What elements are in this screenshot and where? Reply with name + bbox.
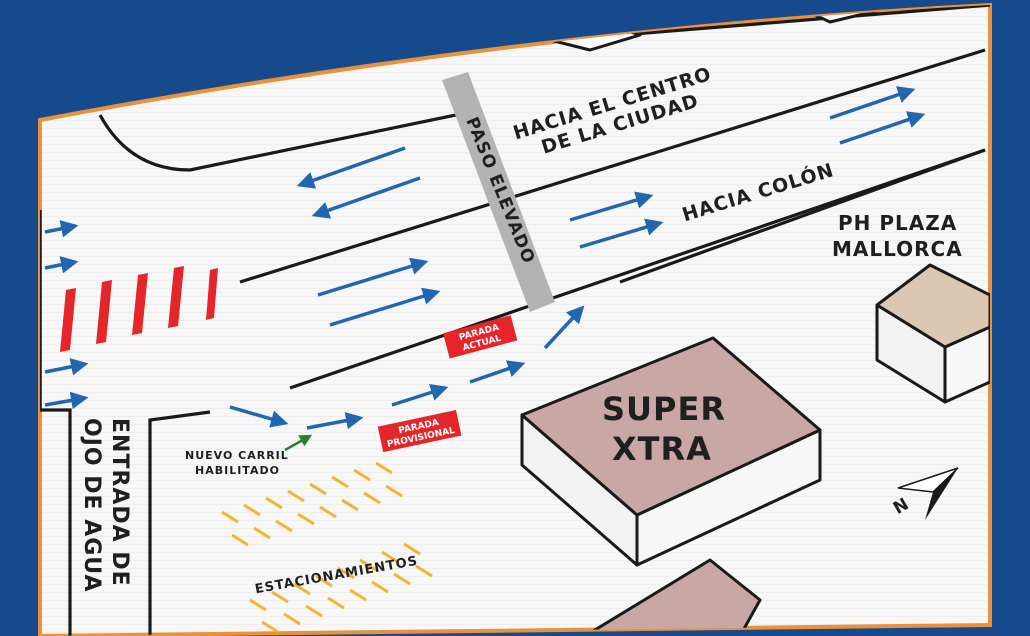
traffic-arrow-icon [44, 391, 89, 410]
label-new-lane-1: NUEVO CARRIL [185, 449, 289, 462]
overpass-bar [442, 72, 555, 312]
traffic-arrow-icon [317, 257, 429, 297]
temporary-stop-sign: PARADA PROVISIONAL [377, 410, 462, 453]
traffic-arrow-icon [839, 111, 926, 145]
traffic-arrow-icon [329, 287, 441, 327]
road-median-lower [289, 148, 986, 390]
label-ph-line1: PH PLAZA [838, 211, 957, 235]
label-entrance-line2: OJO DE AGUA [79, 418, 104, 593]
traffic-arrow-icon [469, 360, 526, 384]
road-edge-top-curve [98, 108, 481, 172]
traffic-arrow-icon [44, 220, 79, 238]
crosswalk [60, 266, 218, 352]
road-edge-lower [619, 148, 986, 284]
traffic-arrow-icon [296, 146, 406, 189]
building-ph-plaza-mallorca [875, 263, 990, 404]
parking-stripes [221, 461, 433, 634]
traffic-arrow-icon [229, 405, 289, 428]
traffic-arrow-icon [44, 256, 79, 274]
road-edge-left-entrance [40, 408, 72, 636]
label-entrance-line1: ENTRADA DE [107, 418, 132, 587]
traffic-arrow-icon [311, 176, 421, 219]
traffic-arrows [44, 86, 926, 430]
label-super-line2: XTRA [612, 430, 712, 468]
traffic-arrow-icon [579, 218, 664, 249]
building-bottom [583, 558, 762, 636]
traffic-arrow-icon [829, 86, 916, 120]
new-lane-pointer-arrow [284, 434, 313, 452]
traffic-arrow-icon [44, 358, 89, 376]
traffic-arrow-icon [306, 411, 364, 430]
label-new-lane-2: HABILITADO [195, 464, 280, 477]
traffic-arrow-icon [569, 191, 654, 222]
label-ph-line2: MALLORCA [832, 237, 963, 261]
road-median-upper [239, 48, 986, 284]
map-sheet [38, 2, 992, 636]
road-edge-right-entrance [148, 410, 211, 636]
building-super-xtra [520, 336, 822, 567]
traffic-arrow-icon [391, 383, 449, 407]
traffic-arrow-icon [543, 305, 585, 350]
label-super-line1: SUPER [602, 390, 726, 428]
